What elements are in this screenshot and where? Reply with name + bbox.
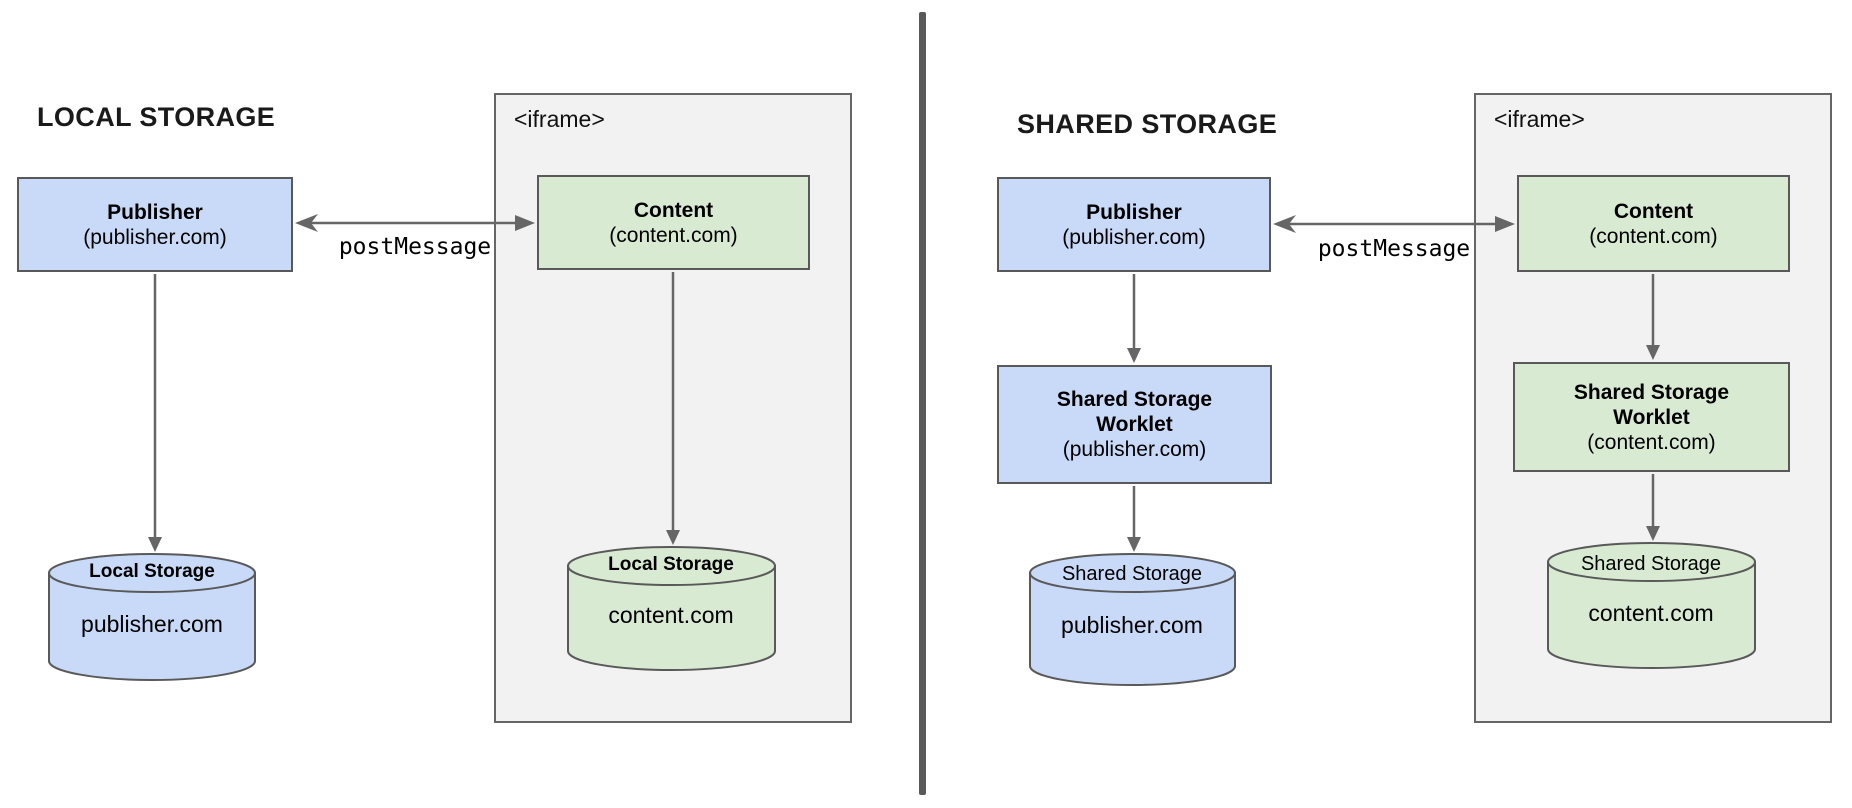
shared-storage-cylinder-content xyxy=(1547,542,1756,669)
publisher-box-shared: Publisher (publisher.com) xyxy=(997,177,1271,272)
content-box-shared: Content (content.com) xyxy=(1517,175,1790,272)
arrowhead-down-icon xyxy=(1127,537,1141,552)
worklet-title-line1: Shared Storage xyxy=(1056,388,1213,411)
local-storage-cylinder-domain: content.com xyxy=(608,602,734,628)
content-box-local: Content (content.com) xyxy=(537,175,810,270)
worklet-title-line1: Shared Storage xyxy=(1573,380,1730,404)
content-domain: (content.com) xyxy=(1589,224,1718,248)
arrowhead-down-icon xyxy=(1646,345,1660,360)
local-storage-cylinder-publisher xyxy=(48,553,256,681)
postmessage-arrow-shared xyxy=(1273,215,1515,233)
arrow-worklet-to-sharedstorage-publisher xyxy=(1127,486,1141,552)
shared-storage-worklet-box-content: Shared Storage Worklet (content.com) xyxy=(1513,362,1790,472)
local-storage-title: LOCAL STORAGE xyxy=(37,102,276,132)
iframe-label-shared: <iframe> xyxy=(1494,106,1585,132)
content-domain: (content.com) xyxy=(609,223,738,247)
postmessage-arrow-local xyxy=(295,214,535,232)
shared-storage-cylinder-label: Shared Storage xyxy=(1061,563,1203,585)
arrowhead-left-icon xyxy=(1273,215,1296,233)
arrow-content-to-worklet xyxy=(1646,274,1660,360)
arrow-worklet-to-sharedstorage-content xyxy=(1646,474,1660,541)
publisher-name: Publisher xyxy=(107,200,203,224)
arrowhead-down-icon xyxy=(1127,348,1141,363)
shared-storage-title: SHARED STORAGE xyxy=(1017,109,1278,139)
content-name: Content xyxy=(633,198,714,222)
worklet-domain: (content.com) xyxy=(1587,430,1716,454)
postmessage-label-shared: postMessage xyxy=(1317,236,1471,262)
arrowhead-down-icon xyxy=(666,530,680,545)
shared-storage-worklet-box-publisher: Shared Storage Worklet (publisher.com) xyxy=(997,365,1272,484)
arrow-publisher-to-localstorage xyxy=(148,274,162,552)
local-storage-cylinder-label: Local Storage xyxy=(608,554,734,575)
arrow-content-to-localstorage xyxy=(666,272,680,545)
publisher-domain: (publisher.com) xyxy=(1062,225,1206,249)
arrowhead-right-icon xyxy=(515,215,535,231)
worklet-title-line2: Worklet xyxy=(1613,405,1690,429)
iframe-label-local: <iframe> xyxy=(514,106,605,132)
shared-storage-cylinder-domain: publisher.com xyxy=(1061,612,1203,638)
arrowhead-left-icon xyxy=(295,214,318,232)
arrow-publisher-to-worklet xyxy=(1127,274,1141,363)
worklet-title-line2: Worklet xyxy=(1096,413,1173,436)
local-storage-cylinder-domain: publisher.com xyxy=(81,611,223,637)
shared-storage-cylinder-label: Shared Storage xyxy=(1580,553,1722,575)
arrowhead-down-icon xyxy=(148,537,162,552)
publisher-domain: (publisher.com) xyxy=(83,225,227,249)
local-storage-cylinder-label: Local Storage xyxy=(89,561,215,582)
worklet-domain: (publisher.com) xyxy=(1062,438,1207,461)
postmessage-label-local: postMessage xyxy=(338,234,492,260)
shared-storage-cylinder-publisher xyxy=(1029,553,1236,686)
arrowhead-right-icon xyxy=(1495,216,1515,232)
content-name: Content xyxy=(1613,199,1694,223)
shared-storage-cylinder-domain: content.com xyxy=(1588,600,1714,626)
local-storage-cylinder-content xyxy=(567,546,776,671)
publisher-box-local: Publisher (publisher.com) xyxy=(17,177,293,272)
publisher-name: Publisher xyxy=(1086,200,1182,224)
panel-divider xyxy=(919,12,926,795)
arrowhead-down-icon xyxy=(1646,526,1660,541)
